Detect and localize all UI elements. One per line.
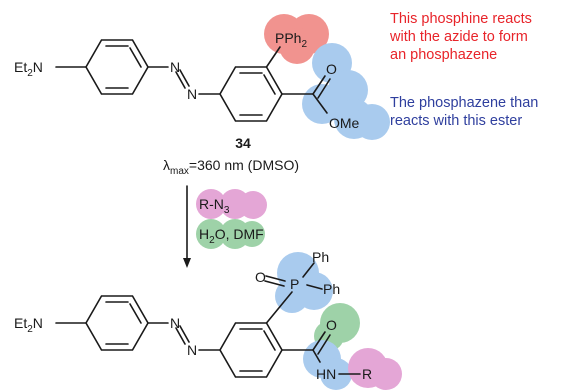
r-group-highlight [348, 348, 402, 390]
amide-r-label: R [362, 366, 372, 382]
phosphine-highlight [264, 14, 329, 64]
reaction-arrow [183, 185, 191, 268]
solvent-highlight [196, 219, 265, 249]
top-amine-label: Et2N [14, 59, 43, 79]
ester-highlight [302, 43, 390, 140]
top-molecule-bonds [55, 39, 331, 122]
azide-highlight [196, 189, 267, 219]
phenyl-1-label: Ph [312, 249, 329, 265]
phenyl-2-label: Ph [323, 281, 340, 297]
top-molecule-labels: Et2N N N PPh2 O OMe [14, 30, 360, 131]
phosphine-note-line-1: This phosphine reacts [390, 11, 532, 27]
phosphorus-label: P [290, 276, 299, 292]
amide-highlight [303, 340, 352, 390]
solvent-label: H2O, DMF [199, 226, 264, 246]
top-azo-n1: N [170, 59, 180, 75]
bottom-carbonyl-o: O [326, 317, 337, 333]
ester-note-line-1: The phosphazene than [390, 95, 539, 111]
top-carbonyl-o: O [326, 61, 337, 77]
phosphine-note-line-2: with the azide to form [390, 29, 528, 45]
bottom-molecule-labels: Et2N N N O P Ph Ph O HN R [14, 249, 372, 382]
bottom-azo-n2: N [187, 342, 197, 358]
oxide-highlight [275, 252, 333, 313]
phosphine-label: PPh2 [275, 30, 307, 50]
compound-number: 34 [235, 135, 251, 151]
ester-label: OMe [329, 115, 360, 131]
amide-nh-label: HN [316, 366, 336, 382]
phosphine-note-line-3: an phosphazene [390, 47, 498, 63]
phosphine-note: This phosphine reacts with the azide to … [390, 10, 532, 64]
ester-note-line-2: reacts with this ester [390, 113, 523, 129]
bottom-molecule-bonds [55, 262, 361, 378]
oxide-o-label: O [255, 269, 266, 285]
azide-reagent-label: R-N3 [199, 196, 230, 216]
ester-note: The phosphazene than reacts with this es… [390, 94, 538, 130]
bottom-azo-n1: N [170, 315, 180, 331]
top-azo-n2: N [187, 86, 197, 102]
lambda-max-label: λmax=360 nm (DMSO) [163, 157, 299, 177]
bottom-amine-label: Et2N [14, 315, 43, 335]
